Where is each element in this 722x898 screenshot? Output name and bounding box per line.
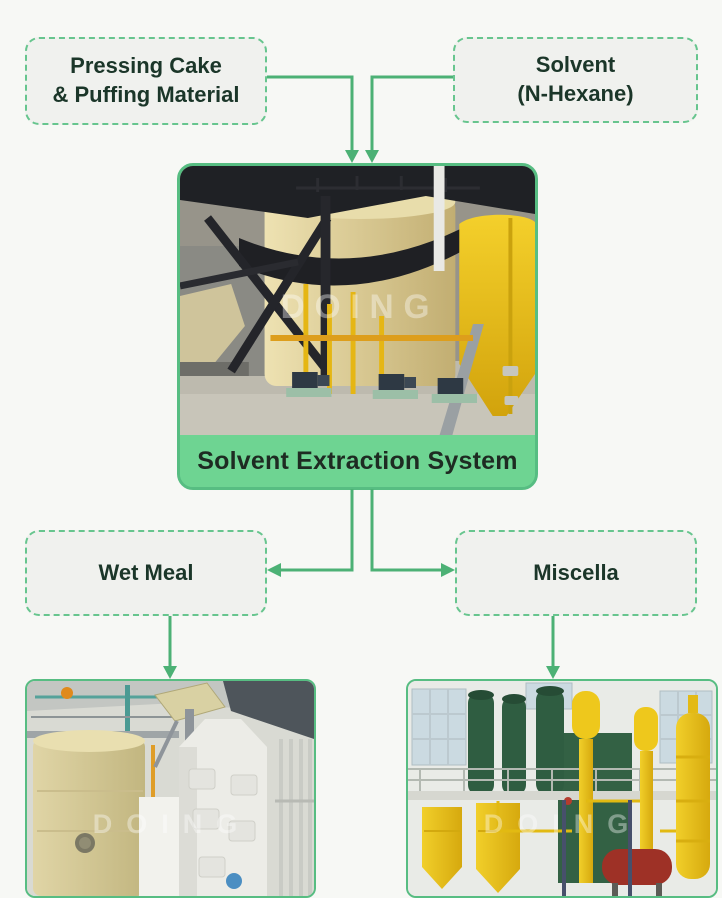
node-miscella: Miscella (455, 530, 697, 616)
wet-meal-photo: DOING (25, 679, 316, 898)
node-miscella-label: Miscella (533, 559, 619, 585)
node-solvent: Solvent (N-Hexane) (453, 37, 698, 123)
arrow-wet-meal-to-photo (163, 616, 177, 679)
photo-watermark: DOING (93, 809, 252, 839)
arrow-miscella-to-photo (546, 616, 560, 679)
wet-meal-photo-image: DOING (27, 681, 314, 896)
miscella-photo-image: DOING (408, 681, 716, 896)
photo-watermark: DOING (281, 288, 440, 326)
node-solvent-line1: Solvent (535, 52, 616, 78)
node-wet-meal: Wet Meal (25, 530, 267, 616)
miscella-photo: DOING (406, 679, 718, 898)
solvent-extraction-photo-card: DOING Solvent Extraction System (177, 163, 538, 490)
arrow-extraction-to-wet-meal (267, 489, 354, 577)
arrow-solvent-to-extraction (365, 75, 453, 163)
node-pressing-cake-line1: Pressing Cake (70, 53, 222, 79)
arrow-pressing-cake-to-extraction (267, 75, 359, 163)
node-solvent-line2: (N-Hexane) (517, 81, 634, 106)
process-caption: Solvent Extraction System (180, 435, 535, 487)
photo-watermark: DOING (484, 809, 643, 839)
arrow-extraction-to-miscella (370, 489, 455, 577)
node-wet-meal-label: Wet Meal (98, 559, 194, 585)
node-pressing-cake-line2: & Puffing Material (52, 82, 240, 107)
node-pressing-cake: Pressing Cake & Puffing Material (25, 37, 267, 125)
solvent-extraction-photo: DOING (180, 166, 535, 435)
